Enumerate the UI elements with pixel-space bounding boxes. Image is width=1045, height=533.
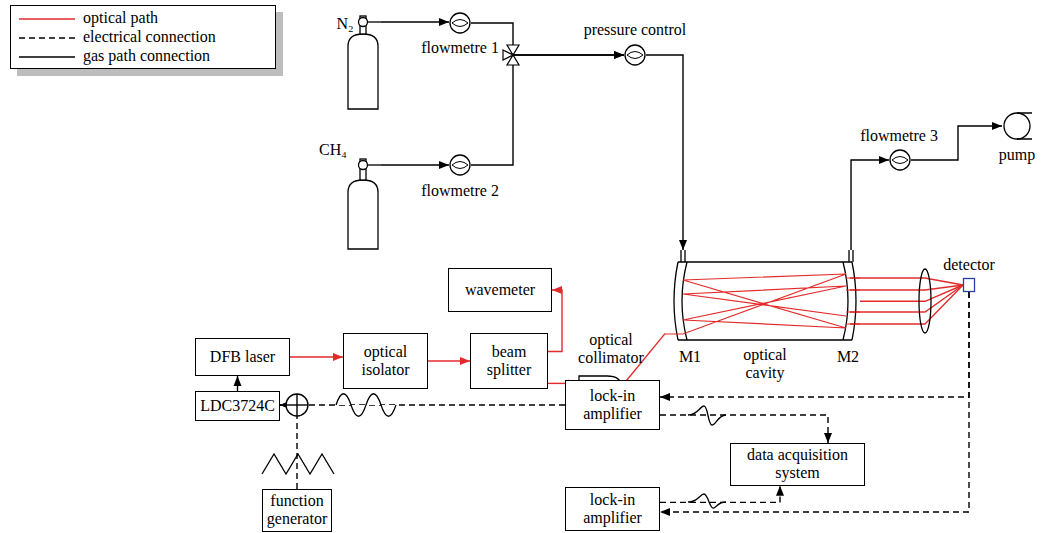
legend-row: optical path [19, 9, 267, 28]
optical-path [290, 356, 343, 357]
mixing-valve [503, 45, 519, 65]
electrical-connection [280, 405, 297, 489]
node-label: optical cavity [729, 346, 801, 383]
optical-cavity-outline [665, 250, 860, 345]
instrument-box: beam splitter [470, 333, 548, 389]
node-label: flowmetre 3 [860, 127, 938, 145]
node-label: DFB laser [210, 348, 275, 366]
flowmeter-symbol-outline [449, 12, 471, 34]
pressure-controller-symbol-outline [624, 44, 646, 66]
node-label: wavemeter [465, 281, 535, 299]
flowmeter-symbol-outline [889, 149, 911, 171]
legend-row: gas path connection [19, 47, 267, 66]
node-label: lock-in amplifier [569, 387, 656, 424]
legend-text: electrical connection [83, 28, 216, 46]
sine-waveform [336, 394, 396, 417]
node-label: function generator [266, 492, 328, 529]
triangle-waveform [262, 454, 334, 474]
gas-cylinder-outline [345, 158, 381, 250]
detector-symbol: detector [963, 278, 975, 292]
legend-sample [19, 52, 75, 62]
controller-box: LDC3724C [195, 391, 280, 421]
legend-row: electrical connection [19, 28, 267, 47]
electrical-connection [237, 376, 238, 391]
node-label: N₂ [336, 15, 353, 33]
node-label: lock-in amplifier [569, 491, 656, 528]
pressure-controller-symbol: pressure control [624, 44, 646, 66]
flowmeter-symbol: flowmetre 3 [889, 149, 911, 171]
mirror-label: M2 [837, 348, 859, 366]
node-label: flowmetre 1 [421, 39, 499, 57]
node-label: CH₄ [319, 141, 347, 159]
node-label: pressure control [584, 21, 687, 39]
node-label: flowmetre 2 [421, 182, 499, 200]
instrument-box: optical isolator [343, 333, 428, 389]
optical-cavity: optical cavity [665, 250, 860, 345]
gas-cylinder: CH₄ [345, 158, 381, 250]
gas-cylinder: N₂ [345, 12, 381, 110]
instrument-box: wavemeter [448, 268, 552, 312]
gas-path [381, 164, 449, 165]
electrical-connection [660, 415, 828, 443]
detector-symbol-outline [963, 278, 975, 292]
gas-path [851, 160, 889, 250]
node-label: LDC3724C [200, 397, 275, 415]
electrical-connection [660, 486, 780, 503]
pump-symbol: pump [1002, 111, 1032, 141]
gas-path [381, 21, 449, 22]
node-label: optical isolator [347, 343, 424, 380]
flowmeter-symbol: flowmetre 1 [449, 12, 471, 34]
focusing-lens [919, 269, 931, 333]
optical-path [428, 360, 470, 361]
pump-symbol-outline [1002, 111, 1032, 141]
instrument-box: data acquisition system [730, 443, 865, 486]
node-label: pump [999, 146, 1035, 164]
second-harmonic-signal [688, 406, 726, 425]
legend-text: gas path connection [83, 47, 210, 65]
gas-path [471, 55, 624, 165]
node-label: data acquisition system [734, 446, 861, 483]
instrument-box: lock-in amplifier [565, 380, 660, 430]
node-label: detector [943, 256, 995, 274]
signal-adder [286, 394, 308, 416]
instrument-box: lock-in amplifier [565, 487, 660, 531]
legend-sample [19, 14, 75, 24]
flowmeter-symbol-outline [449, 154, 471, 176]
electrical-connection [660, 292, 969, 397]
first-harmonic-signal [688, 494, 726, 508]
node-label: optical collimator [572, 331, 650, 368]
mirror-label: M1 [679, 348, 701, 366]
gas-path [646, 55, 683, 250]
legend-text: optical path [83, 9, 158, 27]
legend: optical pathelectrical connectiongas pat… [10, 5, 276, 69]
flowmeter-symbol: flowmetre 2 [449, 154, 471, 176]
electrical-connection [280, 404, 565, 405]
laser-box: DFB laser [195, 338, 290, 376]
output-rays [850, 278, 963, 324]
node-label: beam splitter [474, 343, 544, 380]
instrument-box: function generator [262, 489, 332, 532]
legend-sample [19, 33, 75, 43]
